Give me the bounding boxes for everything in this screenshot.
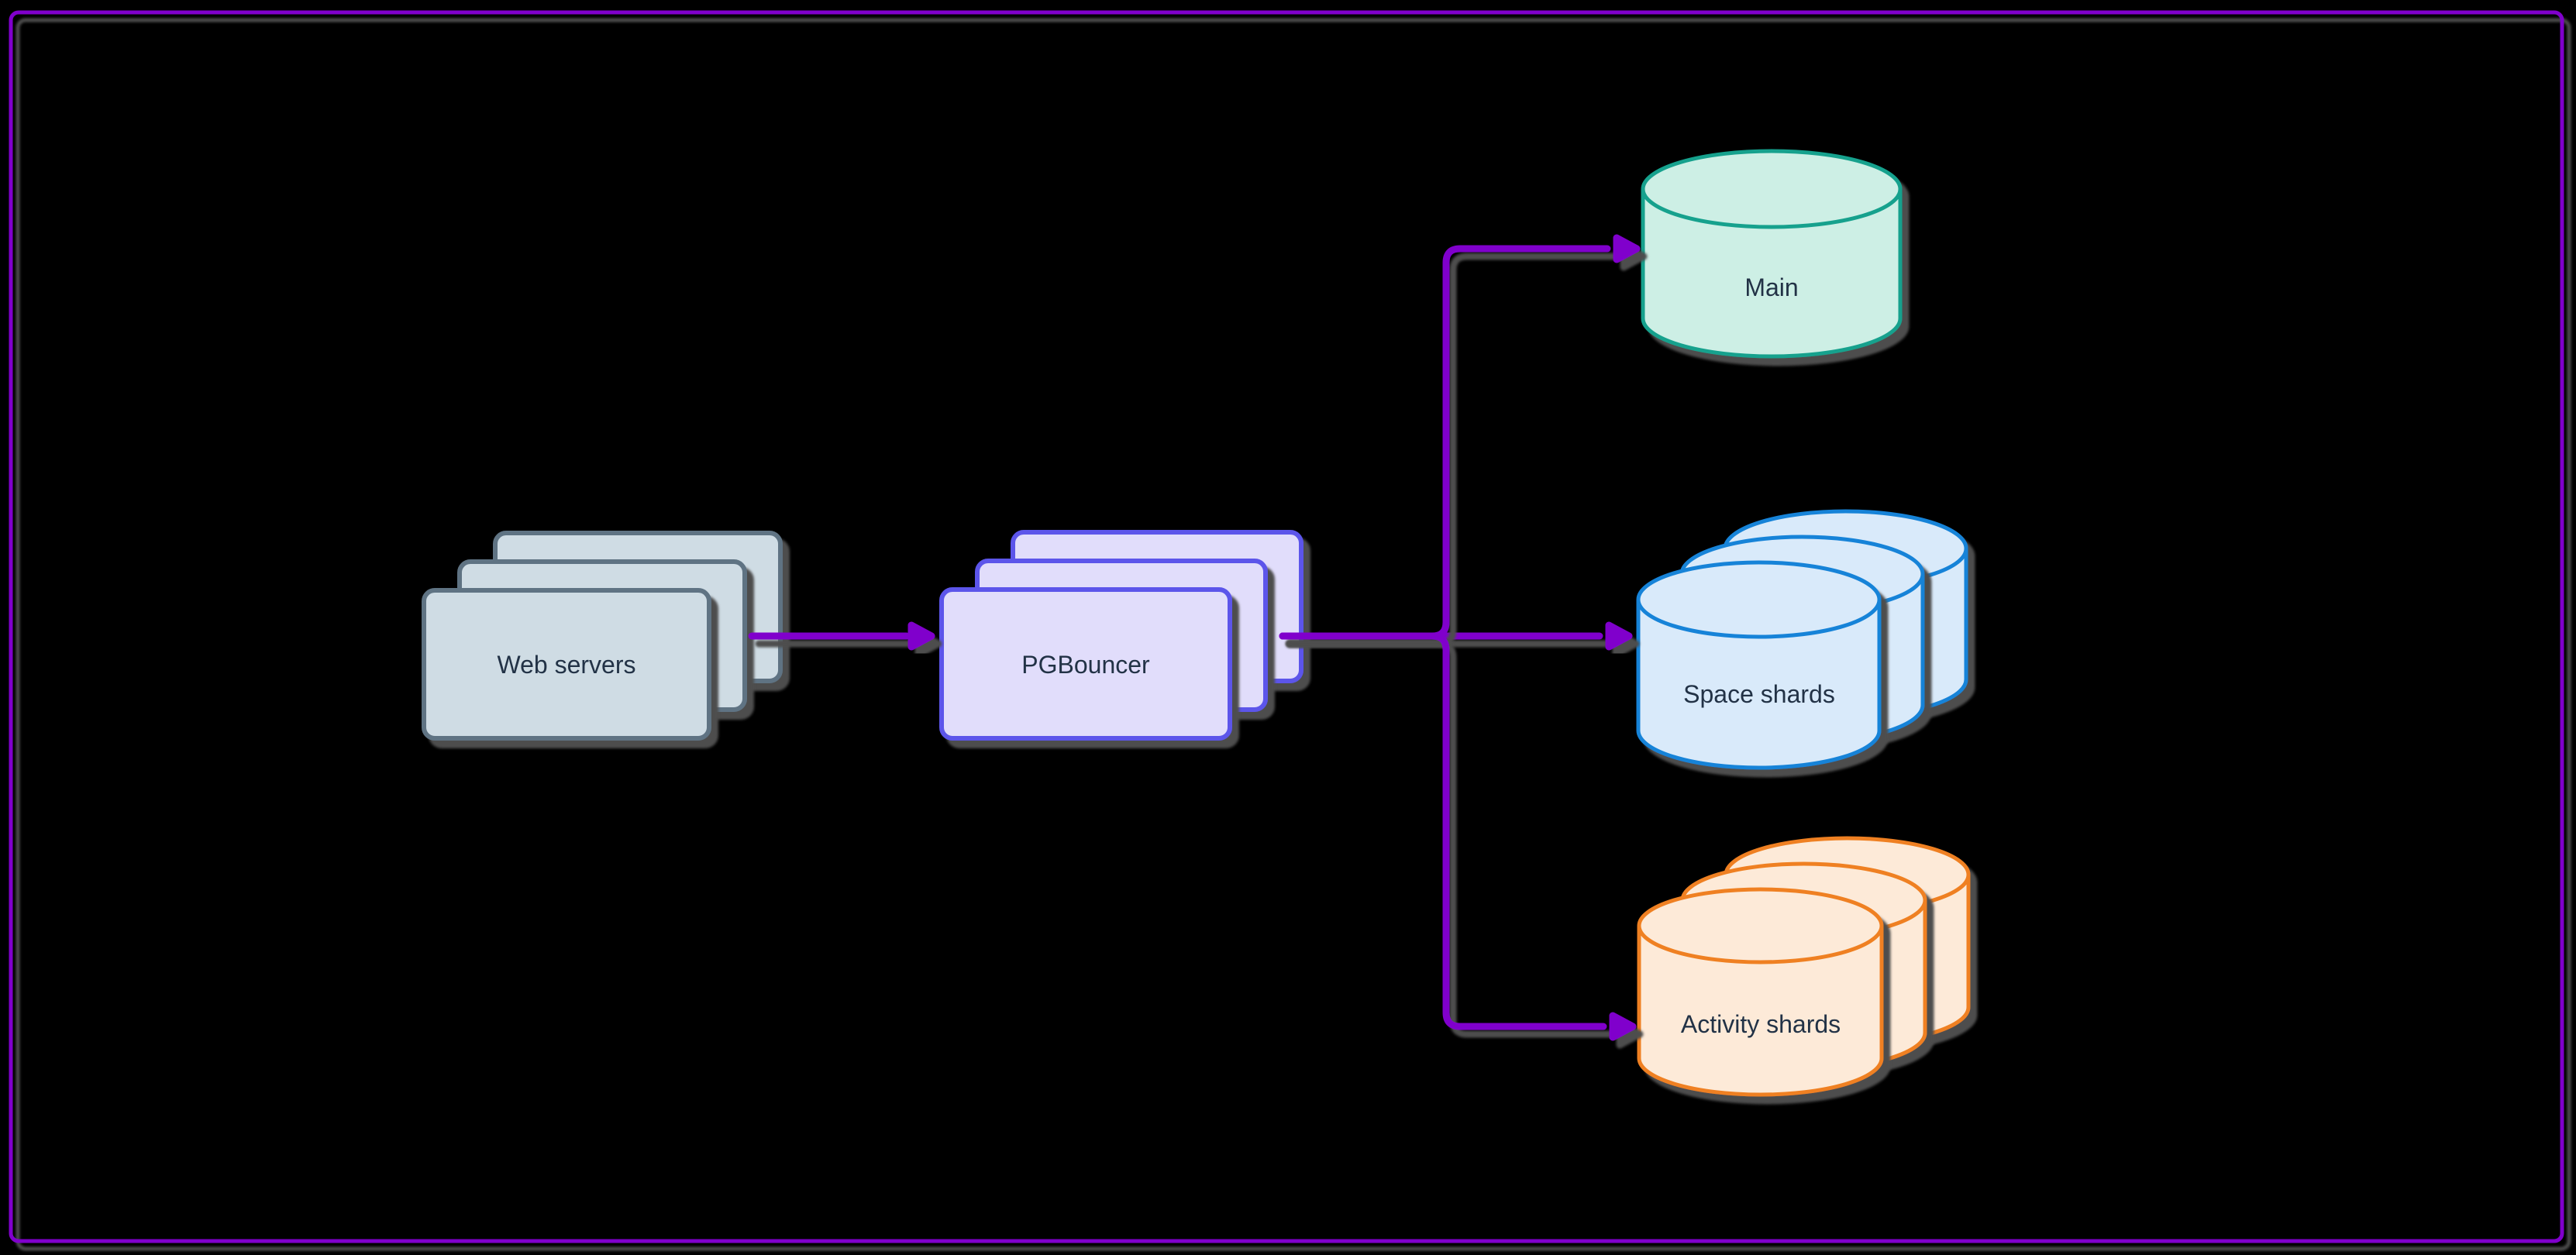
arrowhead-icon <box>907 621 935 651</box>
cylinder-body <box>1637 887 1884 1097</box>
edge-pgbouncer-to-main <box>1279 234 1641 640</box>
arrowhead-icon <box>1613 234 1641 263</box>
node-web-servers: Web servers <box>422 531 783 741</box>
cylinder-front <box>1636 560 1882 770</box>
cylinder-body <box>1636 560 1882 770</box>
edge-pgbouncer-to-activity-shards <box>1279 632 1637 1041</box>
node-main-db: Main <box>1641 149 1903 359</box>
node-space-shards: Space shards <box>1636 509 1968 770</box>
cylinder-body <box>1641 149 1903 359</box>
arrowhead-icon <box>1605 621 1633 651</box>
edge-line <box>1279 632 1607 1030</box>
arrowhead-icon <box>1609 1012 1637 1041</box>
node-label-pgbouncer: PGBouncer <box>1021 651 1150 679</box>
node-activity-shards: Activity shards <box>1637 836 1971 1097</box>
stack-layer-front <box>422 588 711 741</box>
cylinder-front <box>1637 887 1884 1097</box>
edge-line <box>1279 245 1611 640</box>
cylinder-top-rim <box>1637 925 1884 964</box>
stack-layer-front <box>939 587 1232 741</box>
diagram-frame-border <box>9 10 2564 1243</box>
node-label-activity-shards: Activity shards <box>1681 1010 1841 1038</box>
cylinder-top-rim <box>1641 188 1903 229</box>
node-label-main: Main <box>1744 273 1798 301</box>
cylinder-top-rim <box>1636 599 1882 639</box>
cylinder <box>1641 149 1903 359</box>
edge-web-servers-to-pgbouncer <box>748 621 935 651</box>
node-pgbouncer: PGBouncer <box>939 530 1303 741</box>
node-label-space-shards: Space shards <box>1683 680 1835 708</box>
node-label-web-servers: Web servers <box>497 651 635 679</box>
